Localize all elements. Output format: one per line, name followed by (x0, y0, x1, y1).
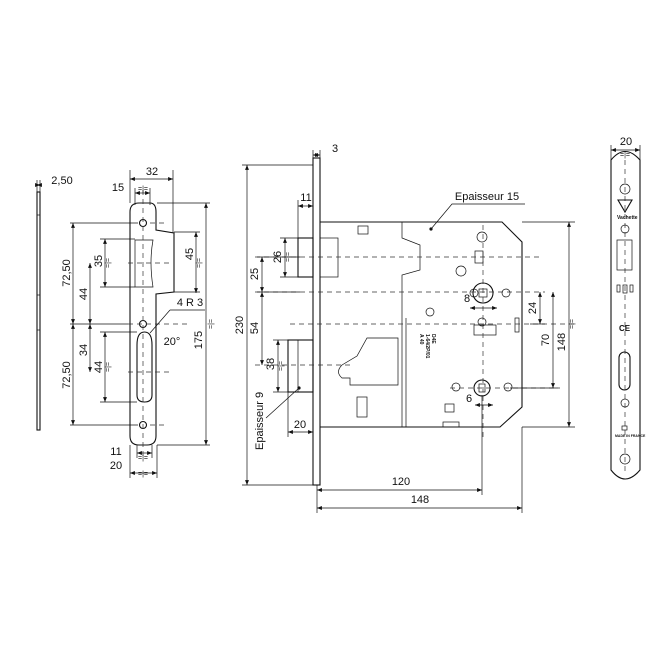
faceplate-thickness-label: 3 (332, 143, 338, 155)
strike-width-label: 32 (146, 166, 158, 178)
deadbolt-thickness-label: Epaisseur 9 (254, 392, 266, 450)
equal-mark: =|= (278, 361, 285, 371)
equal-mark: =|= (620, 152, 630, 159)
strip-thickness-label: 2,50 (51, 175, 72, 187)
radius-leader-line (149, 309, 171, 334)
brand-logo-icon (617, 199, 633, 214)
dimension-lines (35, 145, 641, 513)
latch-to-follower-label: 25 (249, 268, 261, 280)
strike-45-label: 45 (184, 248, 196, 260)
follower-to-cylinder-label: 70 (540, 334, 552, 346)
origin-mark: MADE IN FRANCE (615, 434, 646, 438)
strike-plate (128, 190, 190, 460)
strike-spacing-top-label: 72,50 (61, 259, 73, 287)
follower-square-label: 8 (464, 293, 470, 305)
screw-icon (619, 453, 631, 465)
strike-offset-label: 15 (112, 182, 124, 194)
equal-mark: =|= (105, 362, 112, 372)
latch-height-label: 26 (272, 251, 284, 263)
strike-35-label: 35 (93, 255, 105, 267)
equal-mark: =|= (208, 319, 215, 329)
strike-11-label: 11 (110, 446, 121, 458)
follower-offset-label: 24 (527, 302, 539, 314)
equal-mark: =|= (138, 471, 148, 478)
strike-spacing-bottom-label: 72,50 (61, 361, 73, 389)
equal-mark: =|= (138, 186, 148, 193)
equal-mark: =|= (138, 455, 148, 462)
equal-mark: =|= (569, 319, 576, 329)
svg-text:D4E: D4E (430, 334, 436, 344)
total-height-label: 230 (234, 316, 246, 334)
svg-text:1-64/2P/01: 1-64/2P/01 (424, 334, 430, 359)
svg-text:A 40: A 40 (418, 334, 424, 345)
strike-175-label: 175 (193, 331, 205, 349)
case-thickness-label: Epaisseur 15 (455, 191, 519, 203)
cylinder-square-label: 6 (466, 393, 472, 405)
screw-icon (619, 183, 631, 195)
ce-mark: CE (619, 324, 631, 333)
deadbolt-projection-label: 20 (294, 419, 306, 431)
case-marking-text: D4E 1-64/2P/01 A 40 (418, 334, 436, 359)
case-depth-label: 148 (411, 494, 429, 506)
equal-mark: =|= (105, 258, 112, 268)
equal-mark: =|= (285, 252, 292, 262)
backset-label: 120 (392, 476, 410, 488)
strike-44-bottom-label: 44 (93, 361, 105, 373)
lock-case: D4E 1-64/2P/01 A 40 (255, 157, 575, 486)
follower-to-deadbolt-label: 54 (249, 322, 261, 334)
strike-plate-side-view (36, 191, 41, 431)
strike-angle-label: 20° (164, 336, 181, 348)
front-width-label: 20 (620, 136, 632, 148)
front-faceplate: Vachette CE MADE IN FRANCE (610, 150, 646, 480)
latch-projection-label: 11 (300, 192, 311, 204)
case-height-label: 148 (556, 333, 568, 351)
strike-20-label: 20 (110, 460, 122, 472)
brand-logo: Vachette (617, 215, 638, 221)
strike-34-label: 34 (78, 344, 90, 356)
strike-44-top-label: 44 (78, 288, 90, 300)
dimension-labels: 2,50321572,5072,504435344445175112031123… (51, 136, 632, 506)
deadbolt-height-label: 38 (265, 358, 277, 370)
equal-mark: =|= (196, 258, 203, 268)
strike-radius-label: 4 R 3 (177, 297, 203, 309)
